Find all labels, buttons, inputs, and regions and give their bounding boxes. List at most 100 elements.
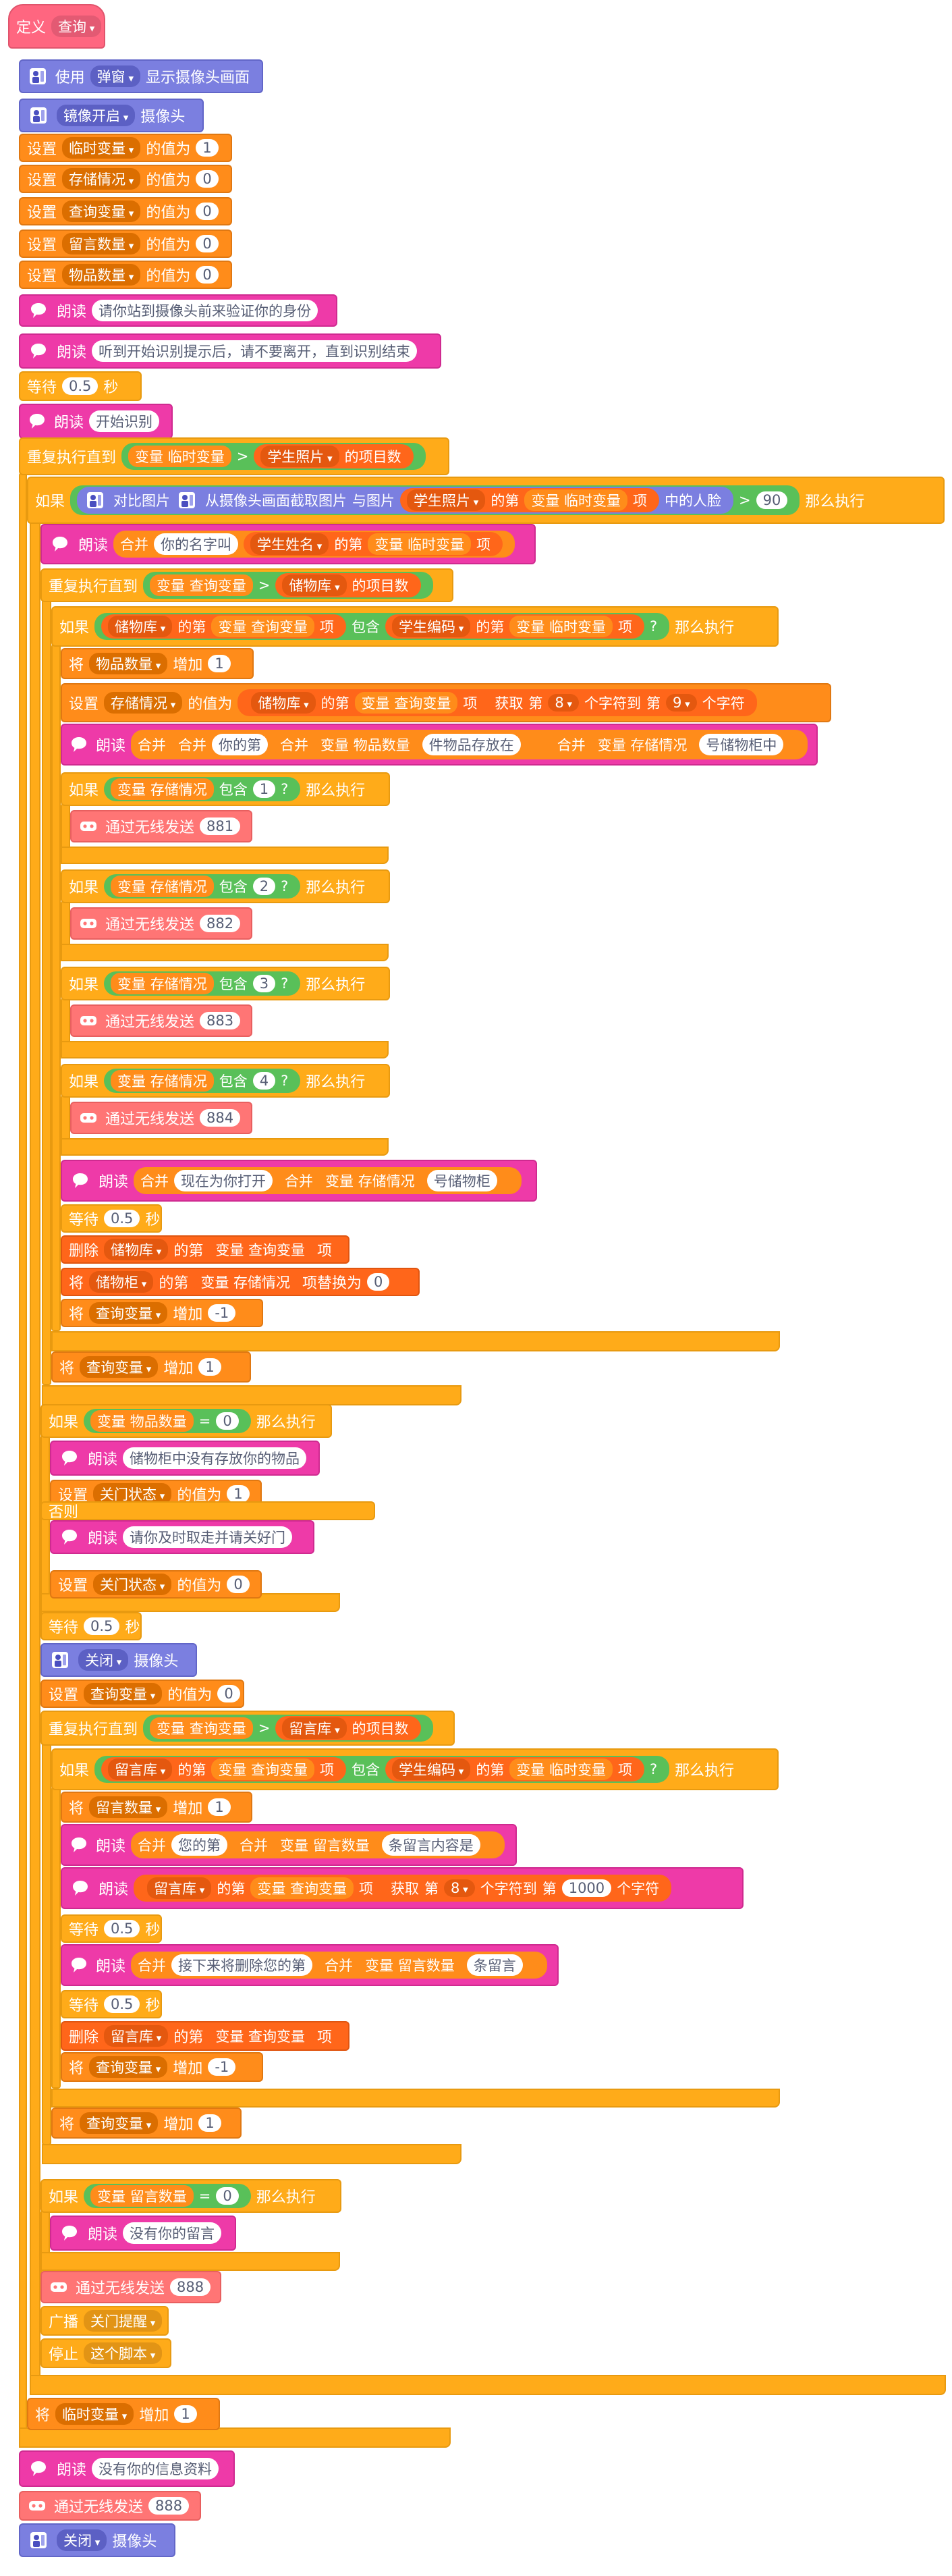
condition-block[interactable]: 变量 物品数量=0: [84, 1409, 251, 1433]
code-block[interactable]: 设置留言数量的值为0: [19, 230, 232, 258]
value-input[interactable]: 0: [196, 235, 219, 252]
value-input[interactable]: -1: [208, 1304, 236, 1322]
code-block[interactable]: 将查询变量增加1: [51, 1351, 251, 1383]
dropdown-menu[interactable]: 学生编码: [392, 616, 471, 637]
value-input[interactable]: 881: [200, 817, 241, 835]
condition-block[interactable]: 变量 留言数量=0: [84, 2184, 251, 2208]
code-block[interactable]: 朗读听到开始识别提示后，请不要离开，直到识别结束: [19, 333, 441, 369]
code-block[interactable]: 将查询变量增加-1: [61, 2052, 263, 2082]
dropdown-menu[interactable]: 留言库: [282, 1717, 347, 1739]
value-input[interactable]: 0: [196, 170, 219, 188]
dropdown-menu[interactable]: 留言库: [147, 1877, 212, 1899]
value-input[interactable]: 接下来将删除您的第: [171, 1954, 313, 1976]
dropdown-menu[interactable]: 临时变量: [62, 137, 141, 159]
value-input[interactable]: 90: [756, 491, 788, 509]
value-input[interactable]: 1: [227, 1485, 250, 1503]
variable-reporter[interactable]: 变量 查询变量: [208, 1239, 312, 1260]
code-block[interactable]: 使用弹窗显示摄像头画面: [19, 59, 263, 93]
value-input[interactable]: 号储物柜: [426, 1170, 497, 1191]
code-block[interactable]: 设置查询变量的值为0: [40, 1680, 244, 1708]
value-input[interactable]: 听到开始识别提示后，请不要离开，直到识别结束: [92, 340, 418, 362]
dropdown-menu[interactable]: 关闭: [78, 1649, 129, 1671]
dropdown-menu[interactable]: 查询: [51, 16, 102, 37]
variable-reporter[interactable]: 变量 存储情况: [111, 973, 214, 994]
dropdown-menu[interactable]: 查询变量: [84, 1683, 163, 1705]
dropdown-menu[interactable]: 学生编码: [392, 1759, 471, 1780]
value-input[interactable]: 1000: [561, 1879, 612, 1897]
list-reporter[interactable]: 学生照片的项目数: [254, 444, 414, 468]
variable-reporter[interactable]: 变量 留言数量: [273, 1834, 376, 1856]
value-input[interactable]: 请你及时取走并请关好门: [123, 1526, 293, 1548]
value-input[interactable]: 0: [196, 203, 219, 220]
dropdown-menu[interactable]: 弹窗: [90, 65, 140, 87]
variable-reporter[interactable]: 变量 查询变量: [354, 692, 458, 714]
dropdown-menu[interactable]: 储物库: [104, 1239, 169, 1260]
value-input[interactable]: -1: [208, 2058, 236, 2076]
code-block[interactable]: 设置关门状态的值为0: [50, 1570, 262, 1599]
condition-block[interactable]: 变量 查询变量>留言库的项目数: [143, 1715, 433, 1742]
join-reporter[interactable]: 合并接下来将删除您的第合并变量 留言数量条留言: [131, 1952, 547, 1979]
code-block[interactable]: 朗读没有你的信息资料: [19, 2450, 235, 2487]
variable-reporter[interactable]: 变量 存储情况: [590, 734, 694, 755]
code-block[interactable]: 朗读没有你的留言: [50, 2216, 236, 2251]
dropdown-menu[interactable]: 储物库: [282, 574, 347, 596]
value-input[interactable]: 0.5: [104, 1995, 140, 2013]
value-input[interactable]: 1: [252, 780, 276, 798]
code-block[interactable]: 朗读合并合并你的第合并变量 物品数量件物品存放在合并变量 存储情况号储物柜中: [61, 724, 818, 766]
dropdown-menu[interactable]: 查询变量: [89, 2056, 168, 2078]
variable-reporter[interactable]: 变量 存储情况: [111, 778, 214, 800]
dropdown-menu[interactable]: 储物柜: [89, 1271, 154, 1293]
value-input[interactable]: 888: [170, 2278, 211, 2296]
value-input[interactable]: 储物柜中没有存放你的物品: [123, 1447, 306, 1469]
value-input[interactable]: 0.5: [62, 377, 99, 395]
variable-reporter[interactable]: 变量 临时变量: [509, 616, 613, 637]
dropdown-menu[interactable]: 留言库: [104, 2025, 169, 2047]
value-input[interactable]: 1: [198, 1358, 221, 1376]
code-block[interactable]: 设置查询变量的值为0: [19, 197, 232, 225]
value-input[interactable]: 请你站到摄像头前来验证你的身份: [92, 300, 318, 321]
list-reporter[interactable]: 留言库的项目数: [275, 1716, 421, 1740]
dropdown-menu[interactable]: 临时变量: [55, 2403, 134, 2425]
value-input[interactable]: 884: [200, 1109, 241, 1127]
variable-reporter[interactable]: 变量 临时变量: [368, 533, 472, 555]
dropdown-menu[interactable]: 储物库: [251, 692, 316, 714]
code-block[interactable]: 设置临时变量的值为1: [19, 134, 232, 162]
variable-reporter[interactable]: 变量 物品数量: [314, 734, 417, 755]
dropdown-menu[interactable]: 这个脚本: [84, 2342, 163, 2364]
define-hat-block[interactable]: 定义查询: [8, 4, 105, 49]
value-input[interactable]: 888: [148, 2497, 190, 2515]
dropdown-menu[interactable]: 8: [548, 694, 580, 712]
dropdown-menu[interactable]: 留言数量: [62, 233, 141, 254]
dropdown-menu[interactable]: 留言数量: [89, 1796, 168, 1818]
dropdown-menu[interactable]: 学生照片: [407, 489, 486, 511]
code-block[interactable]: 否则: [40, 1501, 375, 1521]
value-input[interactable]: 您的第: [171, 1834, 228, 1856]
variable-reporter[interactable]: 变量 查询变量: [250, 1877, 354, 1899]
value-input[interactable]: 没有你的留言: [123, 2222, 222, 2244]
variable-reporter[interactable]: 变量 留言数量: [358, 1954, 461, 1976]
code-block[interactable]: 朗读留言库的第变量 查询变量项获取第8个字符到第1000个字符: [61, 1867, 744, 1909]
